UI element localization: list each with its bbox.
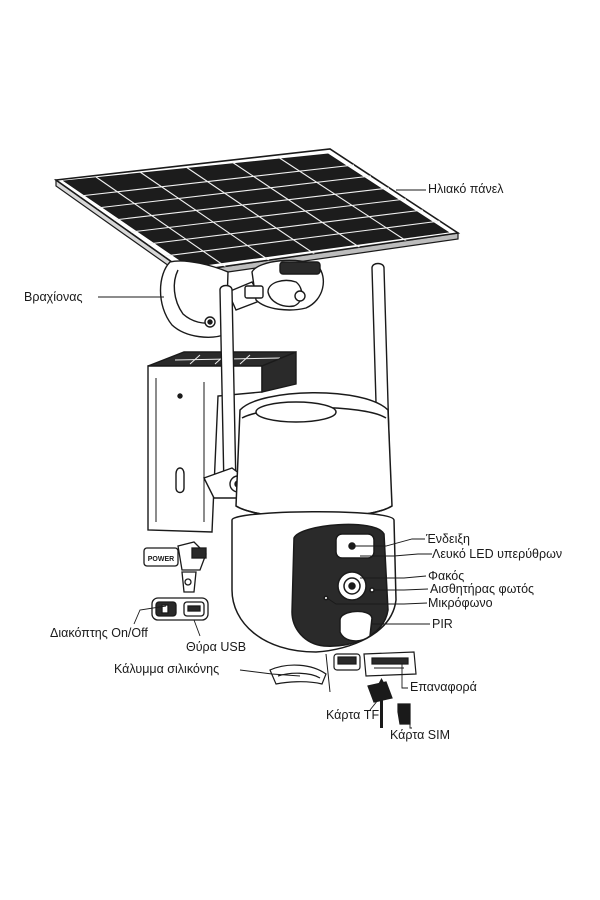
label-bracket: Βραχίονας bbox=[24, 290, 83, 304]
camera-head bbox=[231, 511, 397, 653]
label-light-sensor: Αισθητήρας φωτός bbox=[430, 582, 535, 596]
bracket bbox=[159, 259, 325, 338]
power-tag: POWER bbox=[148, 556, 174, 563]
camera-dome bbox=[235, 392, 393, 519]
battery-pack bbox=[147, 350, 297, 533]
label-reset: Επαναφορά bbox=[410, 680, 477, 694]
label-tf-card: Κάρτα TF bbox=[326, 708, 380, 722]
label-indicator: Ένδειξη bbox=[426, 532, 470, 546]
label-lens: Φακός bbox=[428, 569, 465, 583]
label-sim-card: Κάρτα SIM bbox=[390, 728, 451, 742]
label-silicone-cover: Κάλυμμα σιλικόνης bbox=[114, 662, 220, 676]
label-usb-port: Θύρα USB bbox=[186, 640, 247, 654]
label-microphone: Μικρόφωνο bbox=[428, 596, 493, 610]
leader-lines bbox=[98, 189, 432, 729]
label-pir: PIR bbox=[432, 617, 453, 631]
insert-arrows bbox=[375, 678, 388, 728]
label-solar-panel: Ηλιακό πάνελ bbox=[428, 182, 504, 196]
solar-panel bbox=[53, 148, 461, 280]
label-ir-led: Λευκό LED υπερύθρων bbox=[432, 547, 563, 561]
label-power-switch: Διακόπτης On/Off bbox=[50, 626, 148, 640]
power-usb-detail: POWER bbox=[143, 541, 209, 621]
